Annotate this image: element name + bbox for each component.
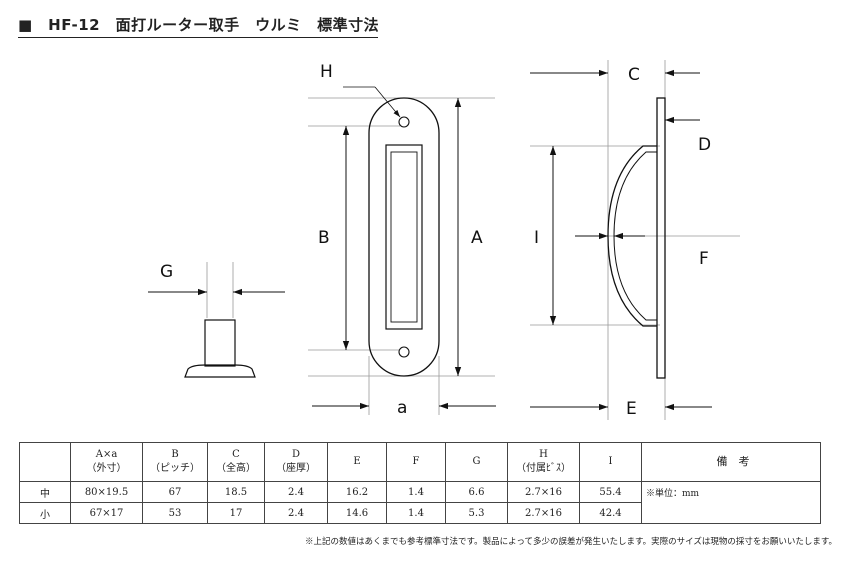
table-header-cell: B（ピッチ） xyxy=(142,442,208,482)
row-label: 中 xyxy=(19,481,71,503)
table-header-cell: H（付属ﾋﾞｽ） xyxy=(507,442,580,482)
table-cell: 17 xyxy=(207,502,265,524)
dimension-label-a: A xyxy=(471,228,483,248)
table-cell: 2.4 xyxy=(264,481,328,503)
table-header-cell: I xyxy=(579,442,642,482)
table-notes-header: 備 考 xyxy=(641,442,821,482)
table-cell: 2.4 xyxy=(264,502,328,524)
table-cell: 1.4 xyxy=(386,481,446,503)
table-header-cell: E xyxy=(327,442,387,482)
table-cell: 6.6 xyxy=(445,481,508,503)
screw-hole-bottom xyxy=(398,346,410,358)
page-title: ■ HF-12 面打ルーター取手 ウルミ 標準寸法 xyxy=(18,16,380,34)
handle-recess-inner xyxy=(390,151,418,323)
technical-drawing: G H B A a C D I F E xyxy=(148,60,740,420)
handle-recess xyxy=(385,144,423,330)
table-cell: 42.4 xyxy=(579,502,642,524)
dimension-label-b: B xyxy=(318,228,330,248)
table-header-row: A×a（外寸） B（ピッチ） C（全高） D（座厚） E F G H（付属ﾋﾞｽ… xyxy=(19,442,821,482)
side-profile-view xyxy=(148,262,285,378)
table-cell: 67×17 xyxy=(70,502,143,524)
front-plate-view xyxy=(308,86,496,415)
table-cell: 5.3 xyxy=(445,502,508,524)
handle-base xyxy=(184,364,256,378)
dimension-label-e: E xyxy=(626,399,637,419)
table-row: 小 67×17 53 17 2.4 14.6 1.4 5.3 2.7×16 42… xyxy=(19,502,821,524)
dimension-label-h: H xyxy=(320,62,333,82)
table-cell: 80×19.5 xyxy=(70,481,143,503)
handle-plate-outline xyxy=(368,97,440,377)
table-cell: 18.5 xyxy=(207,481,265,503)
table-corner-cell xyxy=(19,442,71,482)
handle-post xyxy=(204,319,236,367)
dimension-label-g: G xyxy=(160,262,173,282)
table-row: 中 80×19.5 67 18.5 2.4 16.2 1.4 6.6 2.7×1… xyxy=(19,481,821,524)
table-header-cell: F xyxy=(386,442,446,482)
dimension-label-f: F xyxy=(699,249,709,269)
dimension-label-a-width: a xyxy=(397,398,407,418)
table-cell: 2.7×16 xyxy=(507,502,580,524)
dimension-label-d: D xyxy=(698,135,711,155)
dimension-label-i: I xyxy=(534,228,539,248)
leader-arrow-h xyxy=(374,86,401,118)
table-notes-cell: ※単位：mm xyxy=(641,481,821,524)
table-cell: 55.4 xyxy=(579,481,642,503)
row-label: 小 xyxy=(19,502,71,524)
title-underline xyxy=(18,37,378,38)
footnote: ※上記の数値はあくまでも参考標準寸法です。製品によって多少の誤差が発生いたします… xyxy=(304,537,837,547)
screw-hole-top xyxy=(398,116,410,128)
flange-plate xyxy=(656,97,666,379)
dimension-label-c: C xyxy=(628,65,640,85)
table-cell: 14.6 xyxy=(327,502,387,524)
cross-section-view xyxy=(530,60,740,420)
table-header-cell: D（座厚） xyxy=(264,442,328,482)
table-header-cell: A×a（外寸） xyxy=(70,442,143,482)
spec-table: A×a（外寸） B（ピッチ） C（全高） D（座厚） E F G H（付属ﾋﾞｽ… xyxy=(19,442,821,524)
table-header-cell: C（全高） xyxy=(207,442,265,482)
table-cell: 1.4 xyxy=(386,502,446,524)
table-cell: 2.7×16 xyxy=(507,481,580,503)
table-cell: 67 xyxy=(142,481,208,503)
table-cell: 53 xyxy=(142,502,208,524)
table-cell: 16.2 xyxy=(327,481,387,503)
table-header-cell: G xyxy=(445,442,508,482)
